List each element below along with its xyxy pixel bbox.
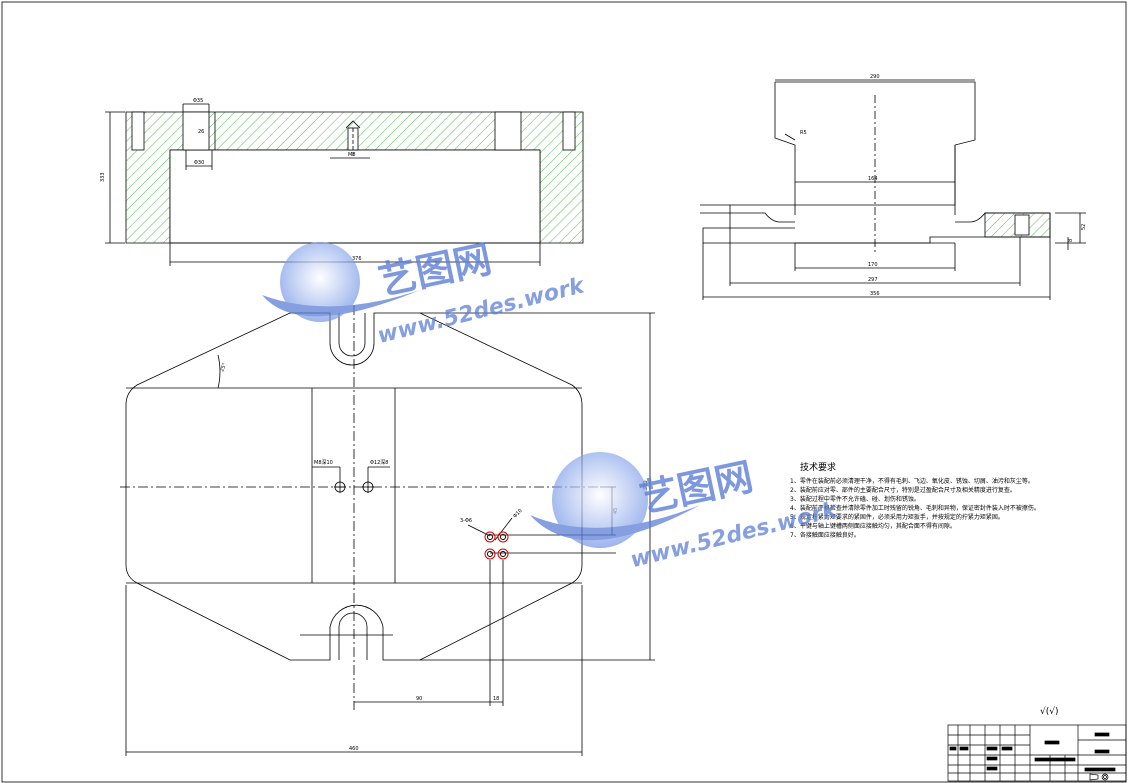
label-hole-group: 3-Φ6 <box>460 518 472 524</box>
dim-width: 376 <box>352 256 362 262</box>
watermark-brand-1: 艺图网 <box>375 237 496 304</box>
title-block <box>947 724 1127 782</box>
note-item: 7、各接触面应接触良好。 <box>790 531 860 539</box>
dim-height: 333 <box>100 172 106 182</box>
note-item: 5、规定拧紧力矩要求的紧固件，必须采用力矩扳手，并按规定的拧紧力矩紧固。 <box>790 513 1004 521</box>
dim-horiz-small: 18 <box>493 696 499 702</box>
roughness-symbol: √(√) <box>1040 706 1059 717</box>
dim-top-hole-dia: Φ35 <box>193 98 203 104</box>
dim-lower-hole-dia: Φ30 <box>194 160 204 166</box>
dim-horiz-offset: 90 <box>416 696 422 702</box>
dim-inner-width: 164 <box>868 176 878 182</box>
technical-notes: 技术要求 1、零件在装配前必须清理干净，不得有毛刺、飞边、氧化皮、锈蚀、切屑、油… <box>790 461 1040 539</box>
dim-width-297: 297 <box>868 277 878 283</box>
label-hole-group-dia: Φ10 <box>512 508 524 520</box>
note-item: 4、装配前严格检查并清除零件加工时残留的锐角、毛刺和异物，保证密封件装入时不被擦… <box>790 504 1040 512</box>
label-hole-right: Φ12深8 <box>370 459 388 466</box>
note-item: 2、装配前应对零、部件的主要配合尺寸，特别是过盈配合尺寸及相关精度进行复查。 <box>790 486 1016 494</box>
plan-hole-group <box>484 531 509 560</box>
section-view <box>105 103 584 266</box>
dim-radius: R5 <box>800 130 807 136</box>
note-item: 6、平键与轴上键槽两侧面应接触均匀，其配合面不得有间隙。 <box>790 522 956 530</box>
plan-view <box>120 305 655 756</box>
notes-title: 技术要求 <box>800 461 836 473</box>
dim-angle: 25° <box>219 362 228 373</box>
watermark-logo-1 <box>262 242 420 322</box>
dim-right-small: 8 <box>1068 239 1074 242</box>
dim-top-hole-depth: 26 <box>198 129 204 135</box>
dim-total-width: 460 <box>349 746 359 752</box>
watermark-brand-2: 艺图网 <box>636 454 757 521</box>
dim-center-thread: M8 <box>348 152 356 158</box>
watermark-logo-2 <box>530 452 700 548</box>
dim-top-width: 290 <box>870 74 880 80</box>
note-item: 3、装配过程中零件不允许磕、碰、划伤和锈蚀。 <box>790 495 920 503</box>
label-hole-left: M8深10 <box>314 459 333 466</box>
dim-height-total: 320 <box>643 480 649 490</box>
dim-width-170: 170 <box>868 262 878 268</box>
note-item: 1、零件在装配前必须清理干净，不得有毛刺、飞边、氧化皮、锈蚀、切屑、油污和灰尘等… <box>790 477 1034 485</box>
dim-right-height: 52 <box>1081 224 1087 230</box>
dim-width-356: 356 <box>870 291 880 297</box>
side-view <box>700 79 1086 300</box>
